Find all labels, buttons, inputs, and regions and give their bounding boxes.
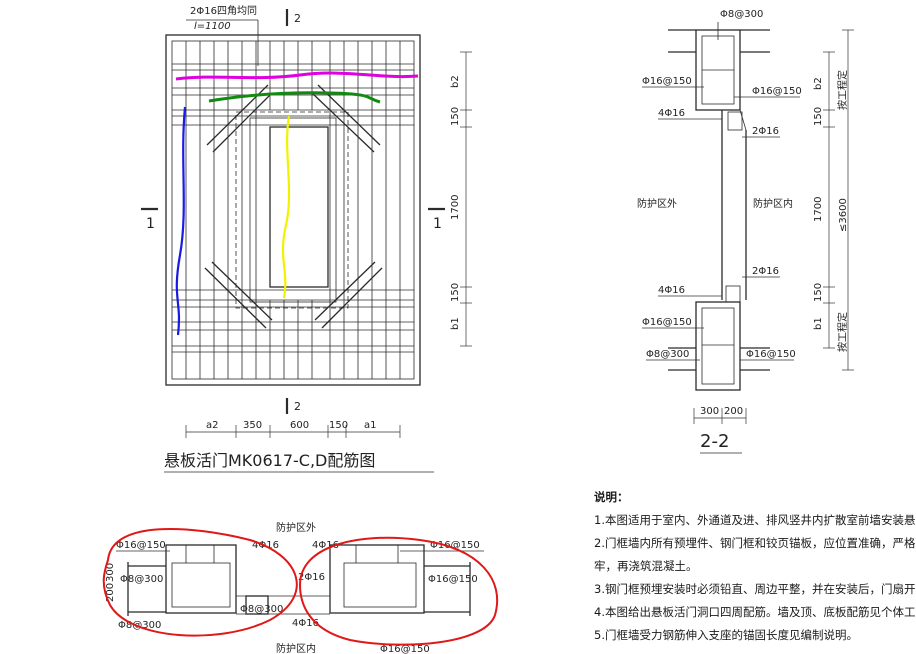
horizontal-dimensions: a2 350 600 150 a1: [185, 420, 401, 438]
section-label-l2: 4Φ16: [658, 108, 685, 119]
vdim-1700: 1700: [450, 195, 461, 220]
section-mark-left: 1: [146, 216, 155, 232]
hdim-150: 150: [329, 420, 348, 431]
section-label-r2: 2Φ16: [752, 126, 779, 137]
section-label-l1: Φ16@150: [642, 76, 692, 87]
plan-label-6: 2Φ16: [298, 572, 325, 583]
plan-bottom-label: 防护区内: [276, 642, 316, 654]
elevation-title: 悬板活门MK0617-C,D配筋图: [164, 451, 375, 470]
plan-section: 防护区外 Φ16@150 4Φ16 4Φ16 Φ16@150 Φ8@300 2Φ…: [102, 521, 499, 654]
plan-label-11: Φ16@150: [380, 644, 430, 654]
plan-label-1: Φ16@150: [116, 540, 166, 551]
note-line-3: 牢，再浇筑混凝土。: [594, 559, 698, 573]
annotation-yellow-stroke: [281, 115, 291, 299]
hdim-350: 350: [243, 420, 262, 431]
vdim-150-bottom: 150: [450, 283, 461, 302]
plan-label-9: Φ8@300: [118, 620, 161, 631]
note-line-4: 3.钢门框预埋安装时必须铅直、周边平整，并在安装后，门扇开: [594, 582, 916, 596]
opening-surround: [235, 111, 349, 309]
section-mark-bottom: 2: [294, 400, 301, 413]
plan-label-5: Φ8@300: [120, 574, 163, 585]
vdim-150-top: 150: [450, 107, 461, 126]
diagonal-bars: [204, 84, 383, 329]
section-vdim-150-top: 150: [813, 107, 824, 126]
note-line-2: 2.门框墙内所有预埋件、钢门框和铰页锚板，应位置准确，严格: [594, 536, 916, 550]
vertical-dimensions: b2 150 1700 150 b1: [450, 51, 472, 347]
plan-dim-200: 200: [105, 583, 116, 602]
hdim-a2: a2: [206, 420, 219, 431]
section-vdim-1700: 1700: [813, 197, 824, 222]
callout-bar-label: 2Φ16四角均同: [190, 5, 257, 17]
annotation-red-circle-left: [102, 527, 298, 637]
vdim-b2: b2: [450, 75, 461, 88]
vdim-b1: b1: [450, 317, 461, 330]
plan-label-7: Φ8@300: [240, 604, 283, 615]
elevation-view: 2Φ16四角均同 l=1100 2 2 1 1 b2 150 1700 150 …: [141, 5, 472, 473]
plan-label-3: 4Φ16: [312, 540, 339, 551]
annotation-red-circle-right: [298, 536, 499, 646]
section-head-bottom: [695, 301, 741, 391]
plan-top-label: 防护区外: [276, 521, 316, 534]
section-bdim-300: 300: [700, 406, 719, 417]
section-vdim-150-bottom: 150: [813, 283, 824, 302]
section-label-r3: 2Φ16: [752, 266, 779, 277]
wall-outline: [165, 34, 421, 386]
section-bdim-200: 200: [724, 406, 743, 417]
horizontal-bars-bottom: [172, 289, 414, 353]
section-eng-top: 按工程定: [836, 70, 849, 110]
plan-left-block: [165, 544, 237, 614]
plan-right-block: [329, 544, 425, 614]
notes-title: 说明：: [594, 490, 629, 504]
annotation-green-stroke: [208, 91, 381, 104]
annotation-magenta-stroke: [175, 71, 419, 81]
section-side-outside: 防护区外: [637, 197, 677, 210]
plan-label-10: 4Φ16: [292, 618, 319, 629]
section-vdim-b2: b2: [813, 77, 824, 90]
notes-panel: 说明： 1.本图适用于室内、外通道及进、排风竖井内扩散室前墙安装悬 2.门框墙内…: [594, 486, 916, 647]
opening-frame: [249, 117, 337, 303]
plan-dim-300: 300: [105, 563, 116, 582]
note-line-6: 5.门框墙受力钢筋伸入支座的锚固长度见编制说明。: [594, 628, 858, 642]
section-label-l3: 4Φ16: [658, 285, 685, 296]
section-label-r4: Φ16@150: [746, 349, 796, 360]
note-line-5: 4.本图给出悬板活门洞口四周配筋。墙及顶、底板配筋见个体工: [594, 605, 916, 619]
section-total-height: ≤3600: [838, 198, 849, 232]
hdim-a1: a1: [364, 420, 377, 431]
hdim-600: 600: [290, 420, 309, 431]
annotation-blue-stroke: [175, 106, 187, 336]
section-mark-right: 1: [433, 216, 442, 232]
section-label-r1: Φ16@150: [752, 86, 802, 97]
section-side-inside: 防护区内: [753, 197, 793, 210]
section-label-l4: Φ16@150: [642, 317, 692, 328]
section-mark-top: 2: [294, 12, 301, 25]
section-top-bar-label: Φ8@300: [720, 9, 763, 20]
section-head-top: [695, 29, 741, 111]
horizontal-bars-top: [172, 63, 414, 126]
section-vdim-b1: b1: [813, 317, 824, 330]
section-title: 2-2: [700, 431, 729, 452]
section-label-l5: Φ8@300: [646, 349, 689, 360]
note-line-1: 1.本图适用于室内、外通道及进、排风竖井内扩散室前墙安装悬: [594, 513, 916, 527]
section-2-2: Φ8@300 Φ16@150 4Φ16 4Φ16 Φ16@150 Φ8@300 …: [637, 9, 854, 454]
section-eng-bottom: 按工程定: [836, 312, 849, 352]
door-opening: [269, 126, 329, 288]
wall-inner-outline: [171, 40, 415, 380]
plan-label-4: Φ16@150: [430, 540, 480, 551]
callout-length-label: l=1100: [194, 21, 231, 32]
plan-label-8: Φ16@150: [428, 574, 478, 585]
vertical-bars: [185, 41, 401, 379]
